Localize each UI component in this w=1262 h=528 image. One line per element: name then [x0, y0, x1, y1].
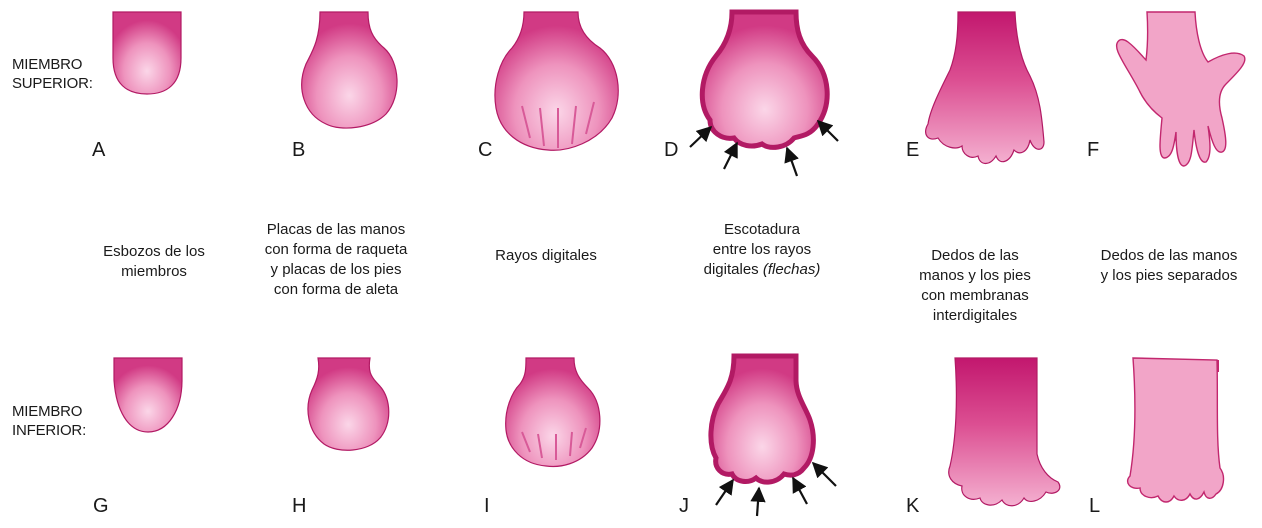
- stage-d-notched-plate: [690, 12, 838, 176]
- stage-letter-f: F: [1087, 139, 1099, 161]
- notch-arrow: [757, 488, 759, 516]
- caption-webbed-digits: Dedos de las manos y los pies con membra…: [890, 246, 1060, 326]
- caption-digital-rays: Rayos digitales: [466, 246, 626, 266]
- caption-paddles: Placas de las manos con forma de raqueta…: [236, 220, 436, 300]
- caption-notching: Escotadura entre los rayos digitales (fl…: [672, 220, 852, 280]
- stage-letter-l: L: [1089, 495, 1100, 517]
- stage-e-webbed-hand: [926, 12, 1044, 164]
- stage-letter-d: D: [664, 139, 678, 161]
- upper-row-label: MIEMBRO SUPERIOR:: [12, 55, 93, 93]
- stage-letter-e: E: [906, 139, 919, 161]
- stage-l-separated-toes: [1128, 358, 1224, 502]
- notch-arrow: [690, 127, 711, 147]
- notch-arrow: [787, 148, 797, 176]
- upper-limb-row: [113, 12, 1245, 176]
- stage-c-digital-rays: [495, 12, 618, 150]
- stage-letter-b: B: [292, 139, 305, 161]
- notch-arrow: [818, 121, 838, 141]
- notch-arrow: [724, 143, 737, 169]
- stage-b-paddle: [302, 12, 397, 128]
- stage-a-limb-bud: [113, 12, 181, 94]
- arrows-note: (flechas): [763, 261, 821, 278]
- stage-letter-j: J: [679, 495, 689, 517]
- stage-i-digital-rays: [506, 358, 600, 466]
- lower-limb-row: [114, 356, 1223, 516]
- stage-g-limb-bud: [114, 358, 182, 432]
- stage-letter-a: A: [92, 139, 105, 161]
- notch-arrow: [793, 478, 807, 504]
- stage-h-paddle: [308, 358, 389, 450]
- caption-separated-digits: Dedos de las manos y los pies separados: [1080, 246, 1258, 286]
- stage-letter-i: I: [484, 495, 490, 517]
- stage-k-webbed-foot: [949, 358, 1060, 506]
- caption-limb-buds: Esbozos de los miembros: [74, 242, 234, 282]
- stage-letter-c: C: [478, 139, 492, 161]
- stage-letter-h: H: [292, 495, 306, 517]
- lower-row-label: MIEMBRO INFERIOR:: [12, 402, 86, 440]
- stage-j-notched-plate: [711, 356, 836, 516]
- notch-arrow: [813, 463, 836, 486]
- stage-letter-k: K: [906, 495, 919, 517]
- stage-f-separated-fingers: [1117, 12, 1245, 166]
- stage-letter-g: G: [93, 495, 109, 517]
- notch-arrow: [716, 480, 733, 505]
